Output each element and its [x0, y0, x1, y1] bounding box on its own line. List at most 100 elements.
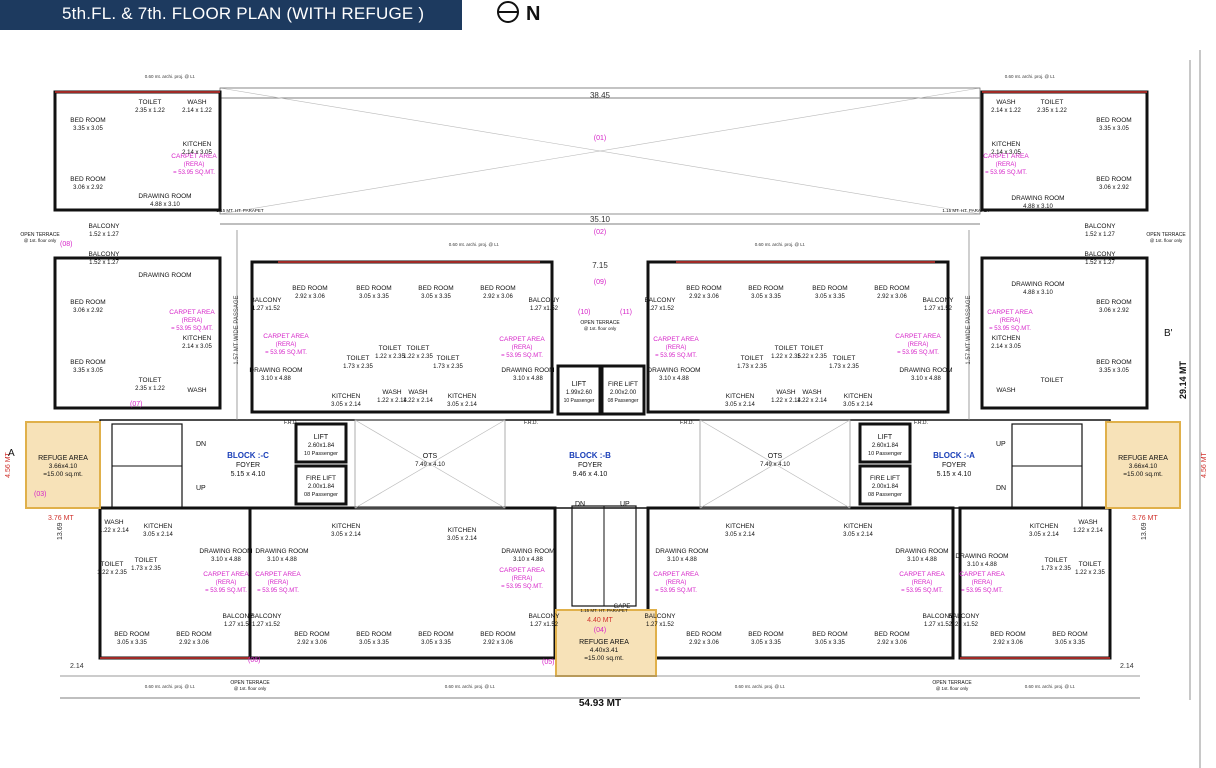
- room-name: BED ROOM: [176, 631, 211, 638]
- carpet-line1: CARPET AREA: [203, 571, 249, 578]
- block-name: BLOCK :-C: [227, 451, 269, 460]
- room-name: KITCHEN: [726, 523, 755, 530]
- room-name: KITCHEN: [332, 393, 361, 400]
- room-name: BALCONY: [88, 223, 120, 230]
- room-name: BED ROOM: [990, 631, 1025, 638]
- carpet-label-a-inner-1: CARPET AREA (RERA) = 53.95 SQ.MT.: [653, 336, 699, 359]
- room-size: 3.05 x 2.14: [331, 402, 361, 408]
- room-size: 1.52 x 1.27: [89, 232, 119, 238]
- room-size: 3.05 x 3.35: [1055, 640, 1085, 646]
- room-name: BED ROOM: [812, 631, 847, 638]
- room-name: KITCHEN: [448, 527, 477, 534]
- lift-name: LIFT: [878, 434, 893, 441]
- area-tag: (04): [594, 627, 606, 634]
- carpet-label-b-bottom-1: CARPET AREA (RERA) = 53.95 SQ.MT.: [499, 567, 545, 590]
- fire-lift-a: FIRE LIFT 2.00x1.84 08 Passenger: [868, 475, 902, 498]
- dim-inner-width: 7.15: [592, 261, 608, 270]
- lift-size: 2.60x1.84: [308, 443, 335, 449]
- parapet-label: 1.15 MT. HT. PARAPET: [216, 208, 263, 213]
- room-size: 3.05 x 3.35: [815, 640, 845, 646]
- carpet-line1: CARPET AREA: [169, 309, 215, 316]
- room-name: BED ROOM: [418, 631, 453, 638]
- room-name: KITCHEN: [992, 335, 1021, 342]
- terrace-note: @ 1st. floor only: [1150, 238, 1183, 243]
- dim-top-width: 38.45: [590, 91, 611, 100]
- room-name: DRAWING ROOM: [1011, 281, 1064, 288]
- room-name: DRAWING ROOM: [255, 548, 308, 555]
- lift-name: FIRE LIFT: [608, 381, 638, 388]
- room-size: 3.05 x 2.14: [447, 536, 477, 542]
- block-size: 5.15 x 4.10: [231, 471, 266, 478]
- carpet-line2: (RERA): [666, 580, 687, 586]
- carpet-line1: CARPET AREA: [983, 153, 1029, 160]
- carpet-label-c-top-left: CARPET AREA (RERA) = 53.95 SQ.MT.: [171, 153, 217, 176]
- carpet-label-a-bottom-2: CARPET AREA (RERA) = 53.95 SQ.MT.: [959, 571, 1005, 594]
- room-name: KITCHEN: [183, 335, 212, 342]
- room-size: 3.35 x 3.05: [1099, 368, 1129, 374]
- room-size: 2.14 x 1.22: [991, 108, 1021, 114]
- carpet-line2: (RERA): [512, 576, 533, 582]
- room-name: TOILET: [1041, 377, 1064, 384]
- refuge-name: REFUGE AREA: [38, 455, 88, 462]
- proj-label: 0.60 mt. archi. proj. @ Lt.: [145, 684, 196, 689]
- carpet-line2: (RERA): [972, 580, 993, 586]
- room-name: DRAWING ROOM: [655, 548, 708, 555]
- block-name: BLOCK :-B: [569, 451, 611, 460]
- area-tag: (01): [594, 135, 606, 142]
- carpet-line1: CARPET AREA: [959, 571, 1005, 578]
- proj-label: 0.60 mt. archi. proj. @ Lt.: [449, 242, 500, 247]
- room-size: 4.88 x 3.10: [1023, 204, 1053, 210]
- lift-cap: 10 Passenger: [564, 398, 595, 404]
- room-size: 3.05 x 2.14: [1029, 532, 1059, 538]
- room-name: BED ROOM: [70, 359, 105, 366]
- room-size: 1.22 x 2.35: [797, 354, 827, 360]
- dim-mid-right: 13.69: [1141, 522, 1148, 540]
- lift-c: LIFT 2.60x1.84 10 Passenger: [304, 434, 338, 457]
- room-size: 3.05 x 2.14: [725, 532, 755, 538]
- parapet-label: 1.15 MT. HT. PARAPET: [580, 608, 627, 613]
- dim-refuge-top: 4.40 MT: [587, 617, 613, 624]
- room-name: WASH: [187, 99, 207, 106]
- room-name: TOILET: [135, 557, 158, 564]
- north-arrow-icon: N: [497, 1, 540, 25]
- stair-up: UP: [196, 485, 206, 492]
- room-size: 2.35 x 1.22: [1037, 108, 1067, 114]
- room-size: 1.22 x 2.14: [403, 398, 433, 404]
- terrace-label: OPEN TERRACE: [1146, 232, 1186, 238]
- dim-bottom-left: 2.14: [70, 663, 84, 670]
- room-name: WASH: [104, 519, 124, 526]
- ots-size: 7.49 x 4.10: [760, 462, 790, 468]
- refuge-area-bottom: REFUGE AREA 4.40x3.41 =15.00 sq.mt.: [579, 639, 629, 662]
- room-name: TOILET: [379, 345, 402, 352]
- room-name: BED ROOM: [70, 299, 105, 306]
- room-size: 3.05 x 2.14: [843, 402, 873, 408]
- carpet-line3: = 53.95 SQ.MT.: [989, 326, 1031, 332]
- ots-size: 7.49 x 4.10: [415, 462, 445, 468]
- carpet-label-c-inner-2: CARPET AREA (RERA) = 53.95 SQ.MT.: [499, 336, 545, 359]
- room-size: 2.92 x 3.06: [689, 294, 719, 300]
- room-size: 1.22 x 2.35: [403, 354, 433, 360]
- room-name: BALCONY: [528, 297, 560, 304]
- room-name: BALCONY: [1084, 223, 1116, 230]
- room-name: BALCONY: [922, 613, 954, 620]
- room-size: 3.05 x 3.35: [117, 640, 147, 646]
- area-tag: (11): [620, 309, 632, 316]
- room-name: WASH: [408, 389, 428, 396]
- room-size: 1.52 x 1.27: [89, 260, 119, 266]
- section-mark-b: B': [1164, 328, 1173, 339]
- carpet-line2: (RERA): [666, 345, 687, 351]
- lift-name: FIRE LIFT: [306, 475, 336, 482]
- lift-name: LIFT: [314, 434, 329, 441]
- room-size: 3.10 x 4.88: [967, 562, 997, 568]
- room-size: 1.27 x1.52: [646, 306, 675, 312]
- room-size: 1.22 x 2.35: [97, 570, 127, 576]
- room-size: 3.05 x 3.35: [815, 294, 845, 300]
- carpet-label-b-bottom-2: CARPET AREA (RERA) = 53.95 SQ.MT.: [653, 571, 699, 594]
- room-name: BED ROOM: [686, 285, 721, 292]
- room-name: KITCHEN: [144, 523, 173, 530]
- frd-label: F.R.D.: [284, 420, 298, 426]
- room-size: 3.06 x 2.92: [1099, 308, 1129, 314]
- refuge-area: =15.00 sq.mt.: [584, 655, 624, 662]
- terrace-label: OPEN TERRACE: [20, 232, 60, 238]
- room-size: 3.10 x 4.88: [211, 557, 241, 563]
